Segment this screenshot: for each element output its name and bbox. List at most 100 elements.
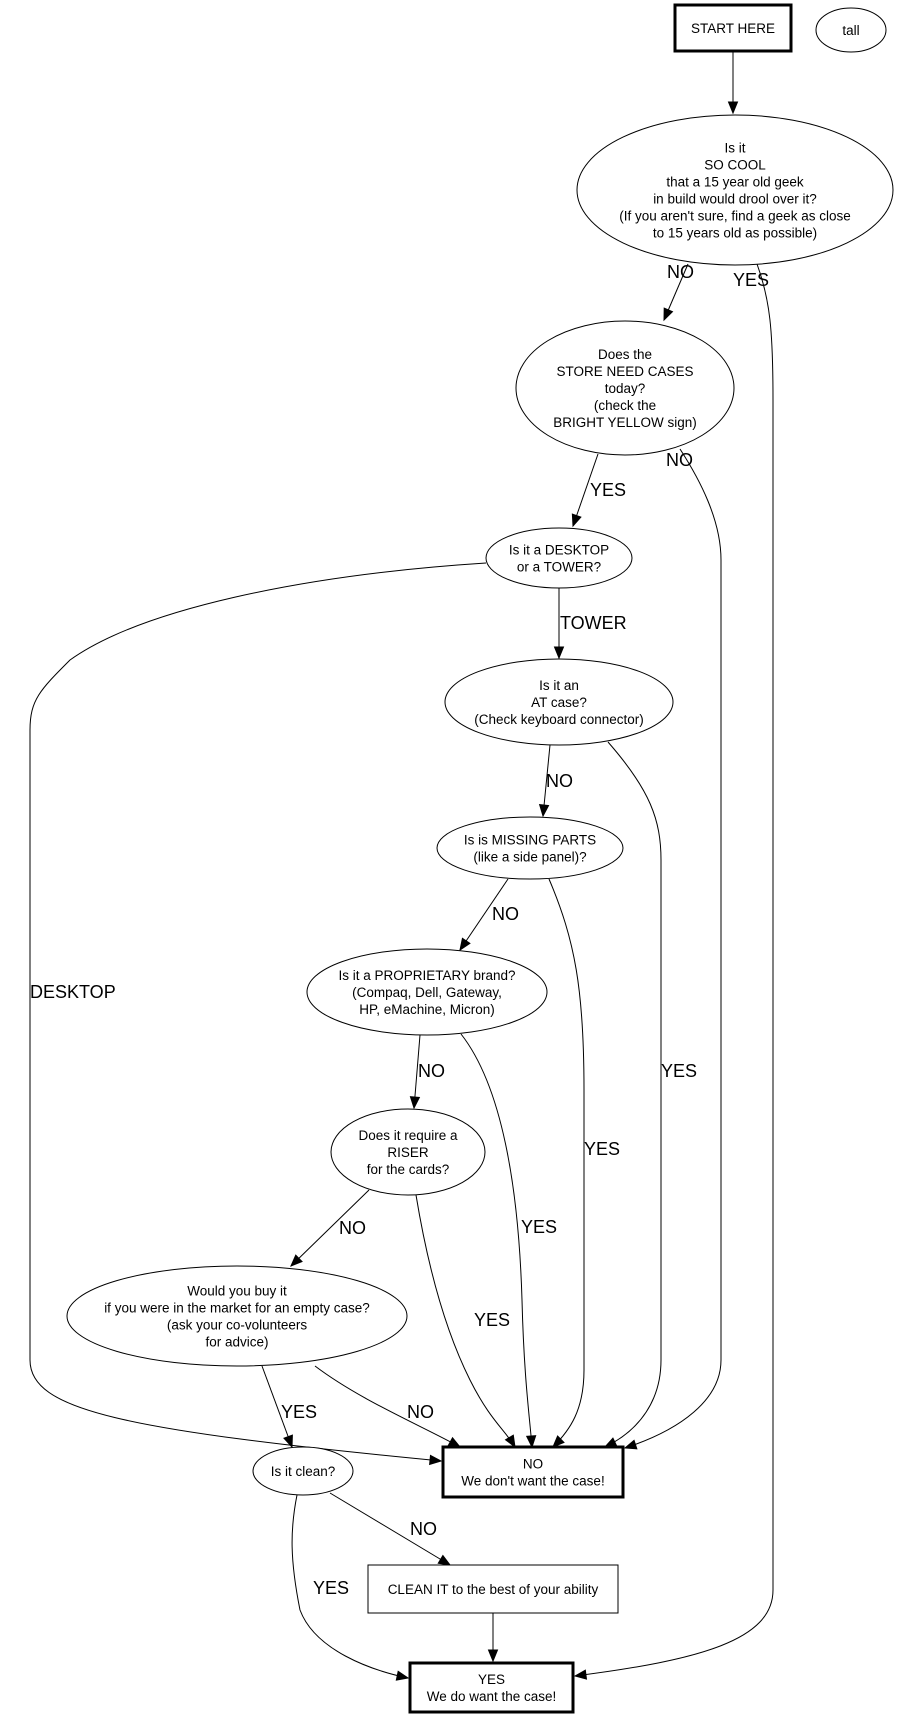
edge-label: NO: [410, 1519, 437, 1539]
edge-line: [29, 562, 487, 1462]
edge-label: YES: [521, 1217, 557, 1237]
edge-line: [574, 263, 774, 1677]
edge-label: YES: [281, 1402, 317, 1422]
node-label-line: Is it a PROPRIETARY brand?: [338, 968, 515, 983]
node-label-line: HP, eMachine, Micron): [359, 1002, 495, 1017]
edge-label: NO: [546, 771, 573, 791]
edge-proprietary-to-no_box: [460, 1033, 537, 1449]
arrowhead-icon: [538, 804, 550, 818]
edge-label: YES: [313, 1578, 349, 1598]
edge-start-to-so_cool: [727, 51, 739, 115]
node-label-line: or a TOWER?: [517, 560, 601, 575]
node-label-line: today?: [605, 381, 646, 396]
node-label-line: in build would drool over it?: [653, 192, 817, 207]
arrowhead-icon: [727, 101, 739, 115]
box-shape: [673, 3, 793, 53]
arrowhead-icon: [552, 1435, 565, 1448]
ellipse-shape: [330, 1108, 486, 1196]
edge-line: [290, 1189, 370, 1267]
edge-label: NO: [666, 450, 693, 470]
arrowhead-icon: [290, 1254, 303, 1267]
node-label-line: Does the: [598, 347, 652, 362]
node-label-line: for the cards?: [367, 1162, 450, 1177]
node-clean-it: CLEAN IT to the best of your ability: [367, 1564, 619, 1614]
edge-line: [604, 741, 662, 1448]
ellipse-shape: [515, 320, 735, 456]
edge-clean_q-to-yes_box: [291, 1494, 410, 1681]
arrowhead-icon: [283, 1434, 293, 1449]
arrowhead-icon: [663, 307, 674, 322]
node-label-line: START HERE: [691, 21, 775, 36]
node-label-line: Is it clean?: [271, 1464, 336, 1479]
edge-store_need-to-no_box: [623, 448, 722, 1450]
node-label-line: Is is MISSING PARTS: [464, 833, 596, 848]
node-label-line: (If you aren't sure, find a geek as clos…: [619, 209, 850, 224]
ellipse-shape: [444, 658, 674, 746]
arrowhead-icon: [459, 937, 471, 952]
edge-line: [460, 1033, 533, 1448]
box-shape: [408, 1661, 575, 1714]
arrowhead-icon: [487, 1649, 499, 1663]
node-label-line: that a 15 year old geek: [666, 175, 804, 190]
ellipse-shape: [815, 7, 887, 53]
edge-riser-to-no_box: [415, 1194, 516, 1449]
node-proprietary: Is it a PROPRIETARY brand? (Compaq, Dell,…: [306, 948, 548, 1036]
node-label-line: AT case?: [531, 695, 587, 710]
node-at-case: Is it an AT case? (Check keyboard connecto…: [444, 658, 674, 746]
edge-line: [413, 1034, 421, 1109]
arrowhead-icon: [429, 1454, 443, 1466]
edge-label: YES: [661, 1061, 697, 1081]
node-label-line: (Compaq, Dell, Gateway,: [352, 985, 502, 1000]
node-label-line: RISER: [387, 1145, 429, 1160]
edge-desktop_tower-to-at_case: [553, 588, 565, 660]
edge-label: DESKTOP: [30, 982, 116, 1002]
edge-line: [261, 1365, 293, 1448]
edge-proprietary-to-riser: [409, 1034, 421, 1110]
arrowhead-icon: [437, 1554, 452, 1566]
edge-line: [459, 878, 509, 951]
edge-label: NO: [407, 1402, 434, 1422]
edge-buy-to-no_box: [314, 1365, 462, 1448]
arrowhead-icon: [553, 646, 565, 660]
edge-store_need-to-desktop_tower: [571, 453, 599, 528]
node-label-line: (Check keyboard connector): [474, 712, 644, 727]
arrowhead-icon: [395, 1670, 410, 1681]
edge-clean_q-to-clean_it: [329, 1492, 452, 1566]
node-clean-q: Is it clean?: [252, 1446, 354, 1496]
edge-missing_parts-to-no_box: [548, 878, 585, 1448]
node-label-line: CLEAN IT to the best of your ability: [388, 1582, 599, 1597]
edge-line: [542, 744, 551, 817]
edge-clean_it-to-yes_box: [487, 1613, 499, 1663]
arrowhead-icon: [573, 1669, 588, 1680]
ellipse-shape: [306, 948, 548, 1036]
arrowhead-icon: [571, 513, 582, 528]
edge-missing_parts-to-proprietary: [459, 878, 509, 952]
node-label-line: STORE NEED CASES: [556, 364, 693, 379]
node-label-line: to 15 years old as possible): [653, 226, 817, 241]
edge-label: NO: [418, 1061, 445, 1081]
ellipse-shape: [66, 1265, 408, 1367]
edge-line: [624, 448, 722, 1449]
edge-label: YES: [474, 1310, 510, 1330]
edge-line: [415, 1194, 516, 1448]
node-start: START HERE: [673, 3, 793, 53]
edge-line: [572, 453, 599, 527]
ellipse-shape: [436, 816, 624, 880]
node-tall: tall: [815, 7, 887, 53]
arrowhead-icon: [623, 1439, 638, 1450]
node-label-line: YES: [478, 1672, 505, 1687]
node-label-line: Is it an: [539, 678, 579, 693]
node-label-line: NO: [523, 1457, 543, 1472]
edge-label: NO: [492, 904, 519, 924]
arrowhead-icon: [409, 1096, 421, 1110]
edge-line: [548, 878, 585, 1448]
edge-so_cool-to-yes_box: [573, 263, 774, 1680]
edge-label: YES: [733, 270, 769, 290]
node-label-line: (check the: [594, 398, 656, 413]
